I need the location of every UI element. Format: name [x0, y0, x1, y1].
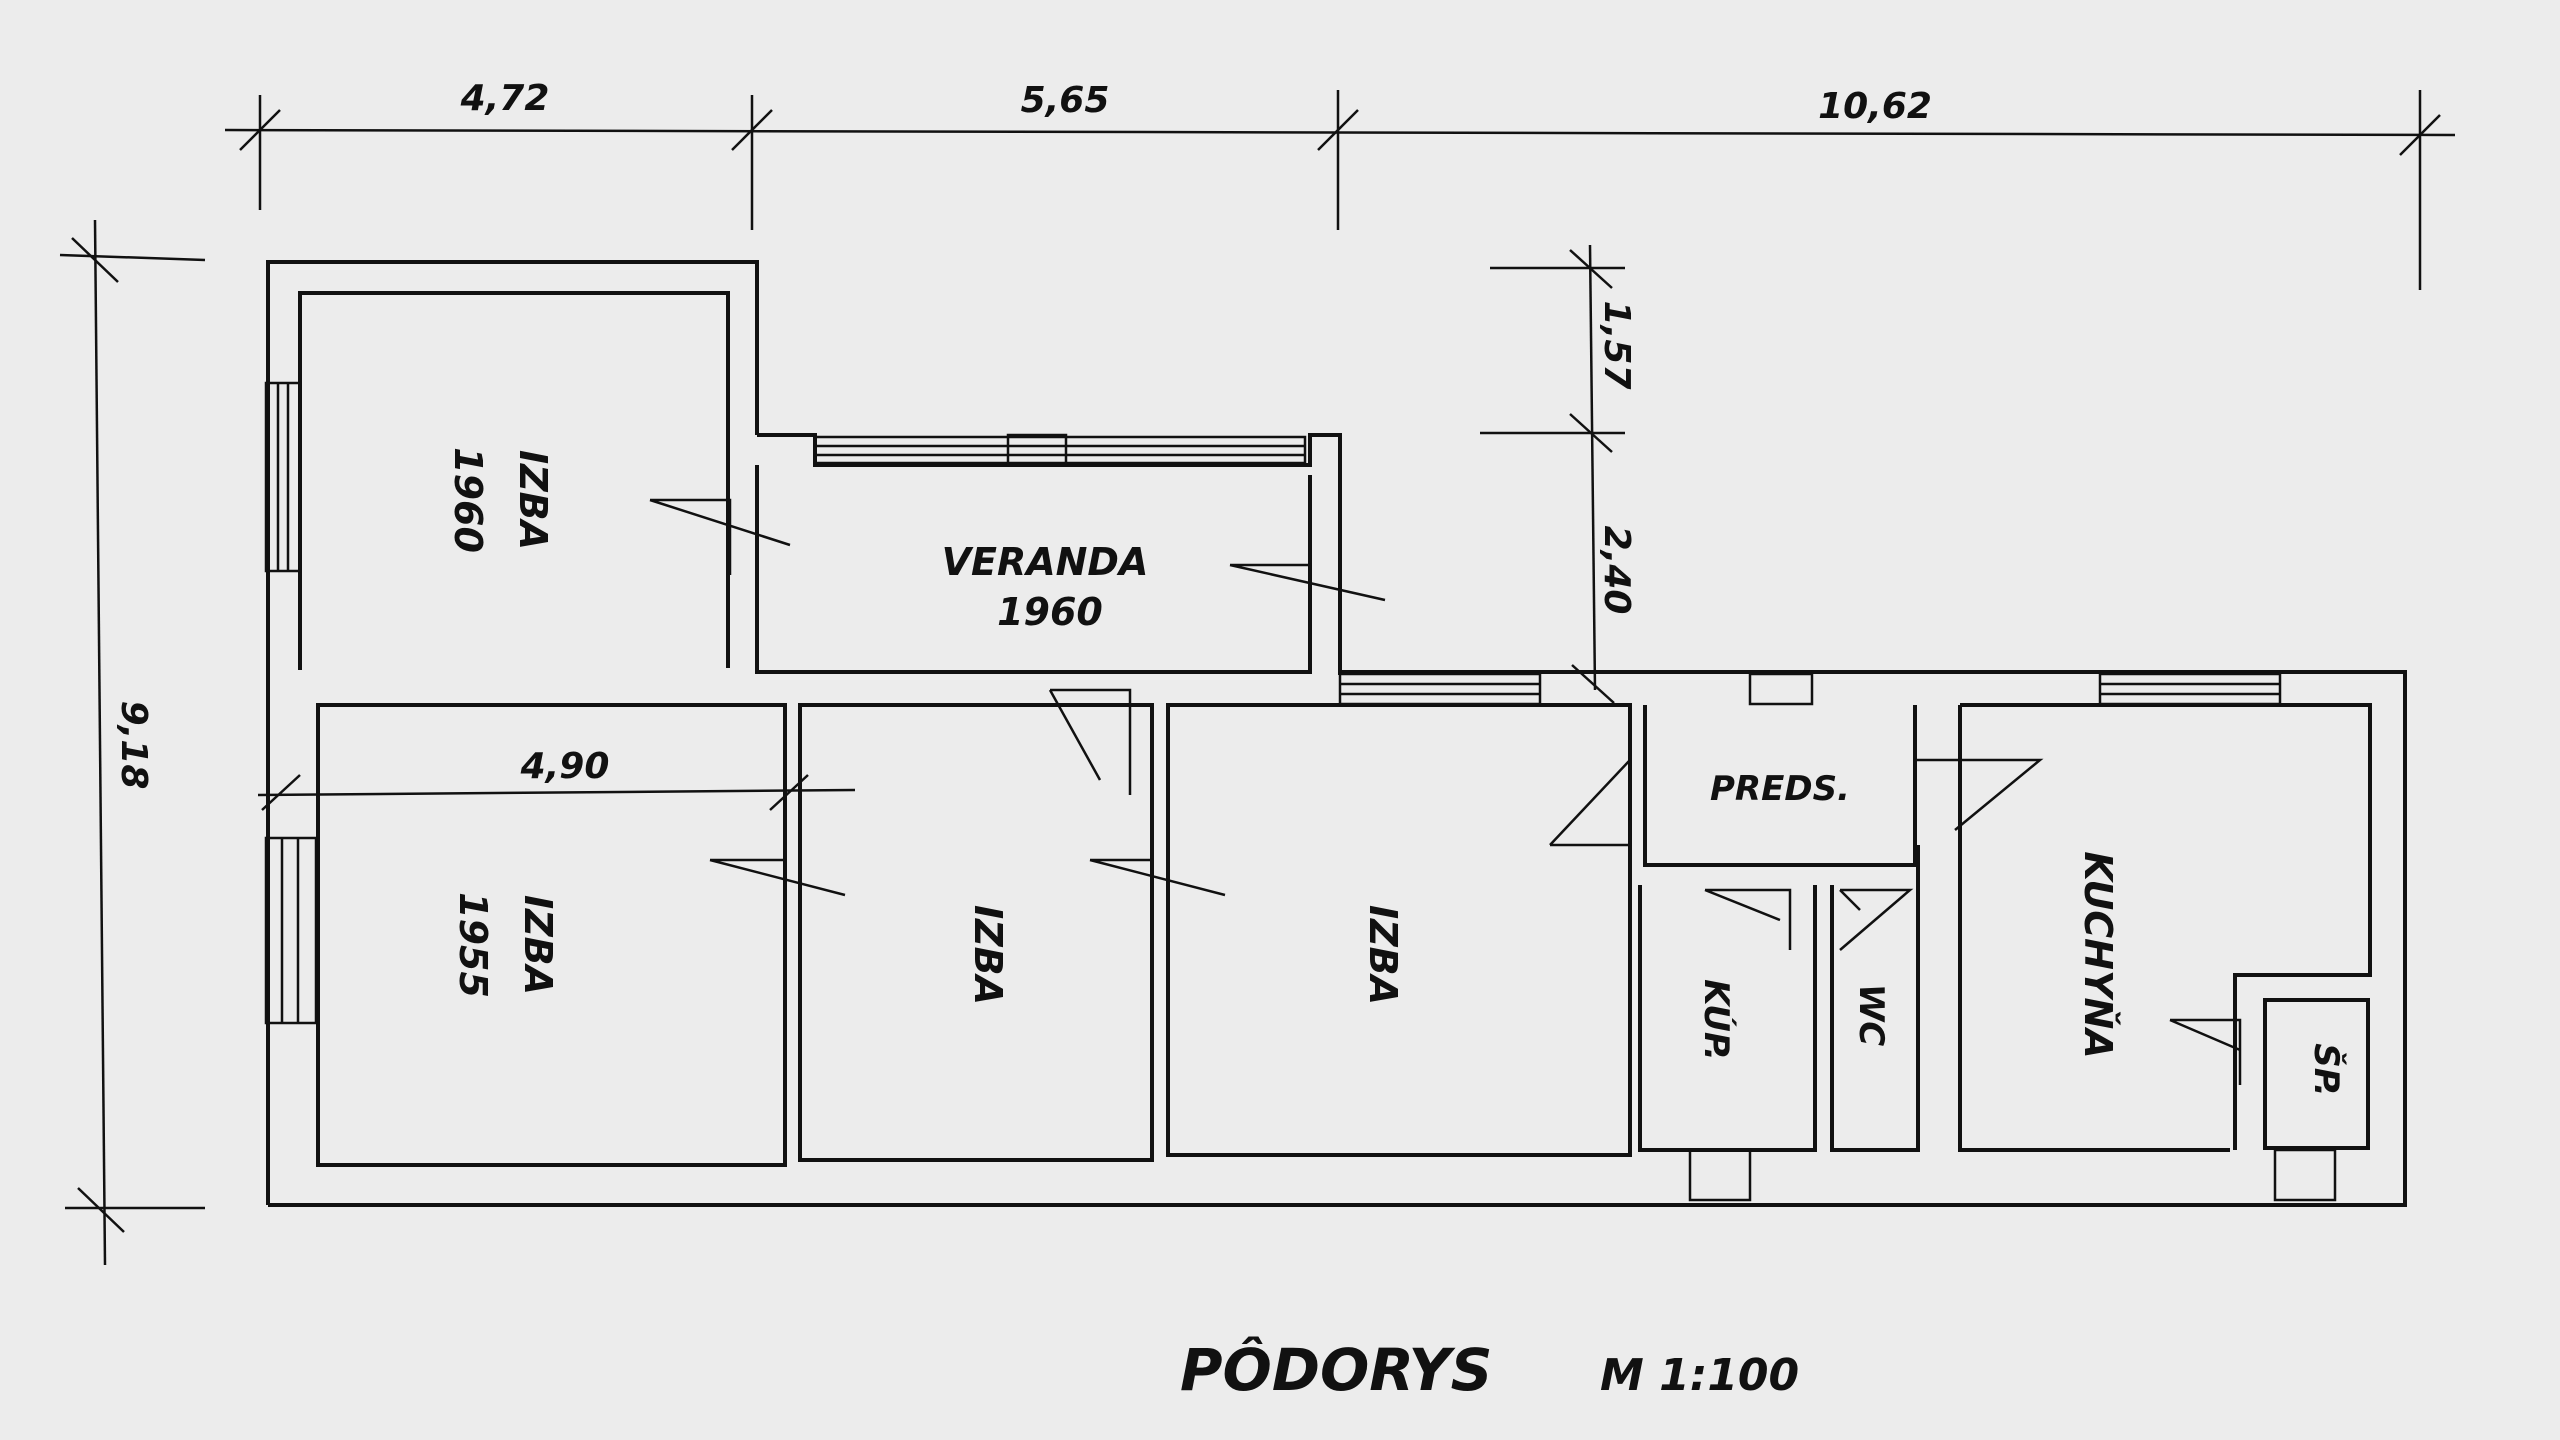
dimension-inner: 4,90	[520, 746, 610, 787]
dimension-top-3: 10,62	[1818, 86, 1932, 127]
walls	[266, 260, 2407, 1207]
room-spajza-name: ŠP.	[2306, 1043, 2347, 1097]
room-veranda-name: VERANDA	[942, 540, 1149, 584]
room-kupelna-name: KÚP.	[1696, 979, 1737, 1061]
room-izba-top-name: IZBA	[511, 450, 555, 550]
room-izba-bottom-left-year: 1955	[451, 892, 495, 998]
dimension-veranda-lower: 2,40	[1596, 526, 1637, 615]
top-dimension-line: 4,72 5,65 10,62	[224, 78, 2456, 290]
dimension-top-2: 5,65	[1021, 80, 1110, 121]
windows	[264, 381, 2337, 1202]
veranda-dimension-line: 1,57 2,40	[1480, 244, 1637, 704]
plan-scale: M 1:100	[1600, 1350, 1799, 1401]
room-izba-bottom-left-name: IZBA	[516, 895, 560, 995]
doors	[649, 498, 2242, 1085]
dimension-top-1: 4,72	[460, 78, 550, 119]
room-predsien-name: PREDS.	[1710, 769, 1850, 809]
inner-dimension-line: 4,90	[257, 746, 856, 811]
room-veranda-year: 1960	[997, 590, 1103, 634]
left-dimension-line: 9,18	[59, 219, 206, 1266]
room-labels: IZBA 1960 VERANDA 1960 IZBA 1955 IZBA IZ…	[446, 447, 2347, 1097]
room-wc-name: WC	[1851, 984, 1891, 1047]
room-izba-middle-name: IZBA	[966, 905, 1010, 1005]
plan-title-block: PÔDORYS M 1:100	[1180, 1335, 1799, 1404]
plan-title: PÔDORYS	[1180, 1335, 1492, 1404]
room-kuchyna-name: KUCHYŇA	[2076, 851, 2120, 1058]
dimension-left: 9,18	[113, 701, 154, 790]
room-izba-top-year: 1960	[446, 447, 490, 553]
dimension-veranda-upper: 1,57	[1596, 301, 1637, 390]
room-izba-right-name: IZBA	[1361, 905, 1405, 1005]
